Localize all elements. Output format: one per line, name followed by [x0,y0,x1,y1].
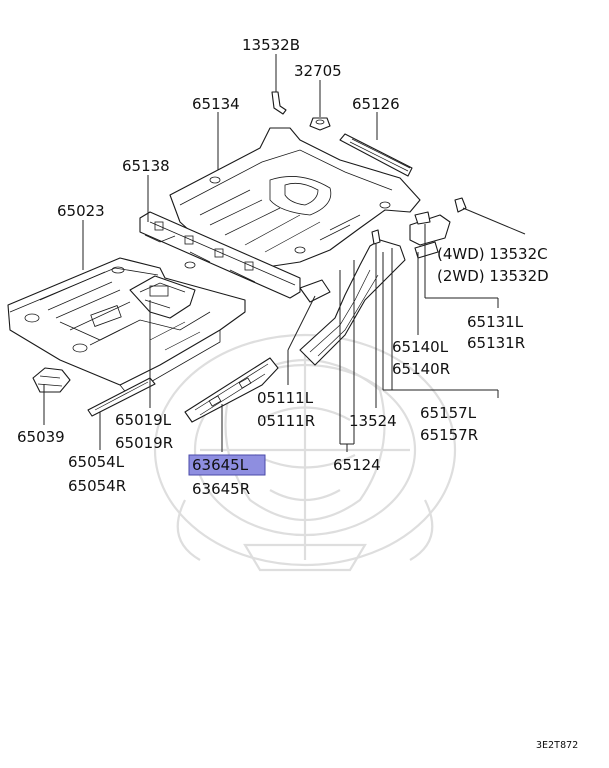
diagram-code: 3E2T872 [536,740,578,751]
sill-member-65054 [87,377,156,417]
label-65039[interactable]: 65039 [17,428,65,446]
selected-part-highlight [188,454,266,476]
label-65157r[interactable]: 65157R [420,426,478,444]
label-63645l[interactable]: 63645L [192,456,249,474]
label-65140l[interactable]: 65140L [392,338,449,356]
label-13532c[interactable]: (4WD) 13532C [437,245,548,263]
label-65131r[interactable]: 65131R [467,334,525,352]
floor-tunnel-65019 [129,275,196,319]
bracket-13524 [371,229,381,245]
label-65054r[interactable]: 65054R [68,477,126,495]
bracket-05111 [299,279,331,303]
label-65023[interactable]: 65023 [57,202,105,220]
label-05111l[interactable]: 05111L [257,389,314,407]
label-65054l[interactable]: 65054L [68,453,125,471]
sill-65039 [32,367,71,393]
side-rail-65140 [299,197,467,366]
label-13532b[interactable]: 13532B [242,36,300,54]
label-65019l[interactable]: 65019L [115,411,172,429]
label-05111r[interactable]: 05111R [257,412,315,430]
clip-32705 [309,117,331,131]
bracket-13532b [271,91,287,115]
label-65140r[interactable]: 65140R [392,360,450,378]
label-65126[interactable]: 65126 [352,95,400,113]
label-13524[interactable]: 13524 [349,412,397,430]
part-labels: 13532B 32705 65134 65126 65138 65023 (4W… [17,36,578,751]
brand-emblem-watermark-icon [153,333,457,572]
label-63645r[interactable]: 63645R [192,480,250,498]
label-13532d[interactable]: (2WD) 13532D [437,267,549,285]
reinforcement-65126 [339,133,413,177]
label-65134[interactable]: 65134 [192,95,240,113]
crossmember-65138 [139,211,301,299]
member-63645 [184,357,279,423]
label-65019r[interactable]: 65019R [115,434,173,452]
label-65138[interactable]: 65138 [122,157,170,175]
label-65157l[interactable]: 65157L [420,404,477,422]
leader-lines [43,54,526,452]
label-65124[interactable]: 65124 [333,456,381,474]
label-32705[interactable]: 32705 [294,62,342,80]
label-65131l[interactable]: 65131L [467,313,524,331]
